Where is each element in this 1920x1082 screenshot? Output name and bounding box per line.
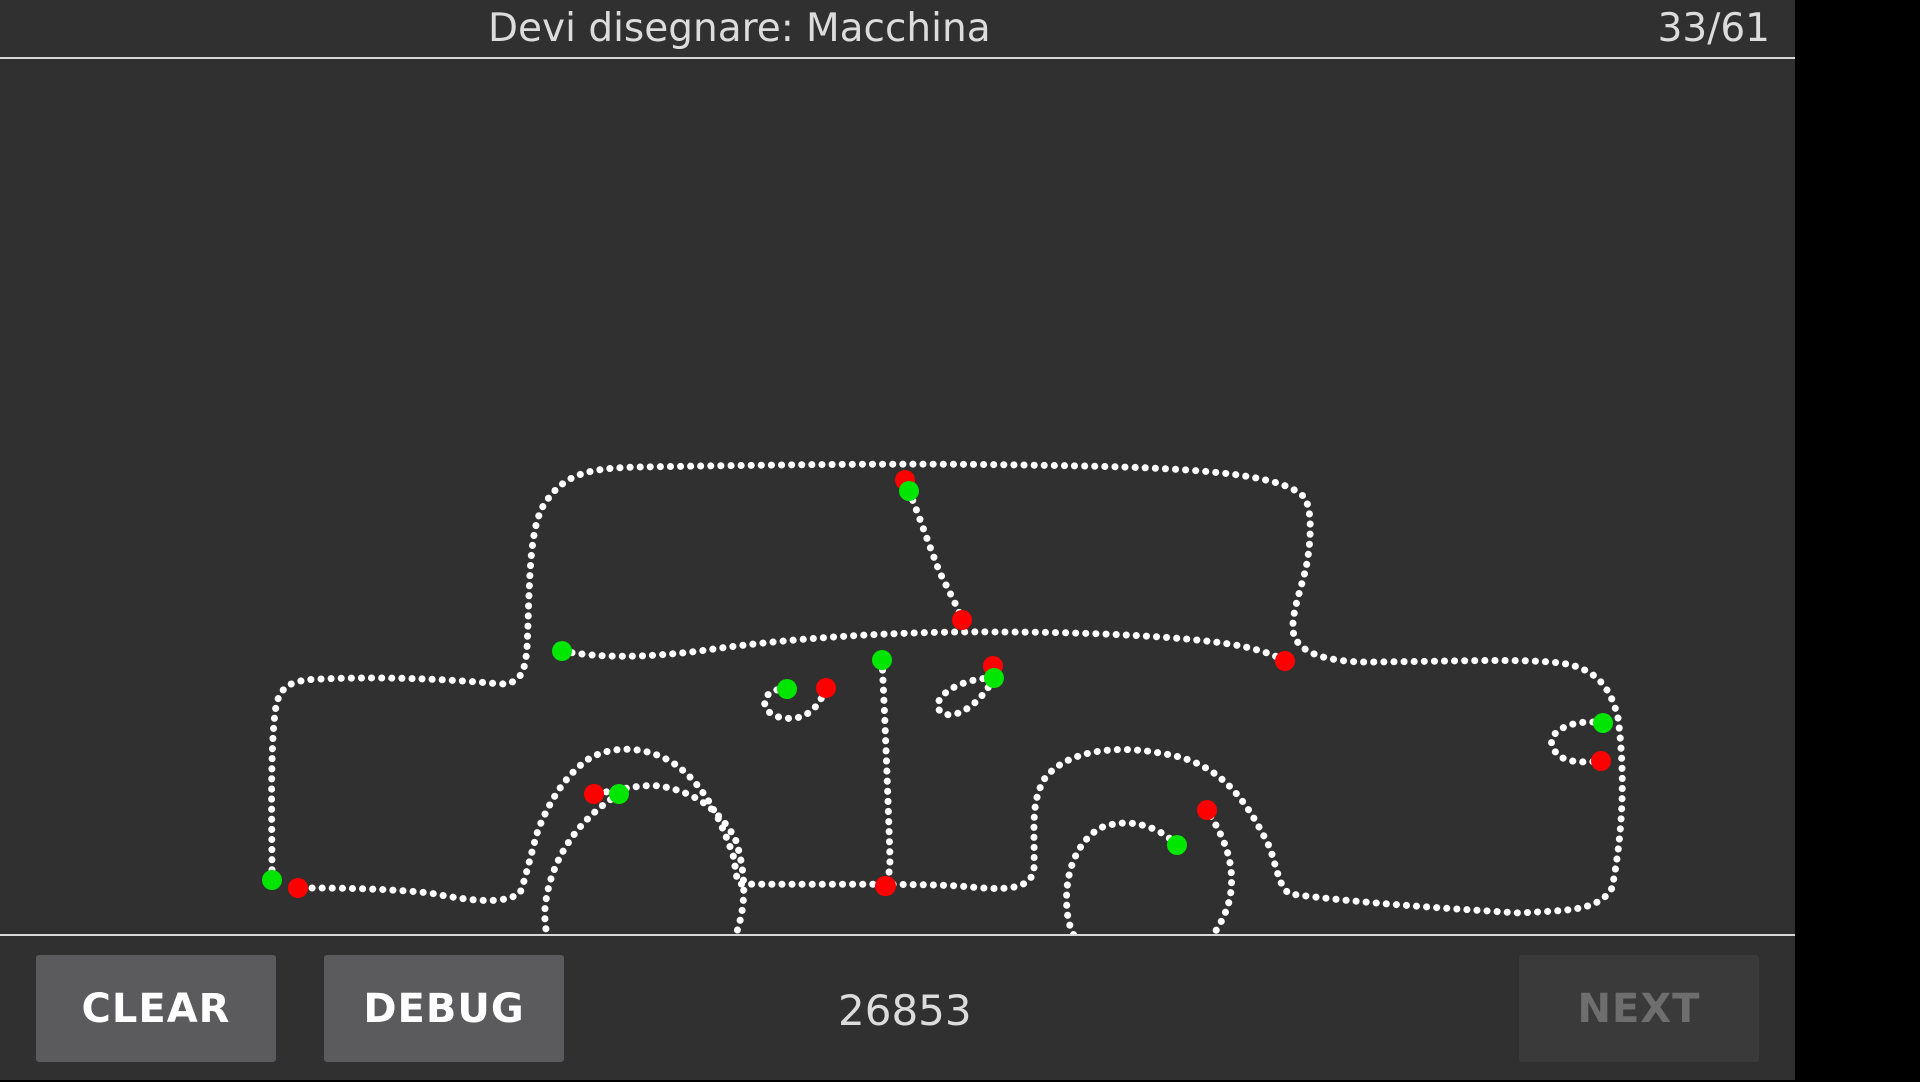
stroke-end-marker [288, 878, 308, 898]
stroke-pillar-line [905, 487, 966, 624]
stroke-headlight [1548, 718, 1607, 766]
clear-button[interactable]: CLEAR [36, 955, 276, 1062]
stroke-start-marker [984, 668, 1004, 688]
bottom-toolbar: CLEAR DEBUG 26853 NEXT [0, 934, 1795, 1082]
stroke-front-wheel [1063, 806, 1236, 934]
stroke-start-marker [899, 481, 919, 501]
sketch-svg [262, 460, 1626, 934]
app-window: Devi disegnare: Macchina 33/61 CLEAR DEB… [0, 0, 1795, 1080]
stroke-end-marker [1275, 651, 1295, 671]
stroke-end-marker [875, 876, 895, 896]
prompt-word: Macchina [806, 6, 991, 51]
stroke-handle-left [761, 684, 830, 722]
next-button[interactable]: NEXT [1519, 955, 1759, 1062]
stroke-end-marker [816, 678, 836, 698]
stroke-window-line [558, 628, 1289, 665]
stroke-body-outline [268, 460, 1626, 917]
score-value: 26853 [838, 986, 972, 1035]
stroke-end-marker [1591, 751, 1611, 771]
stroke-handle-right [934, 674, 998, 719]
stroke-start-marker [609, 784, 629, 804]
debug-button[interactable]: DEBUG [324, 955, 564, 1062]
drawing-canvas[interactable] [0, 59, 1795, 934]
system-nav-strip [1795, 0, 1920, 1080]
stroke-start-marker [262, 870, 282, 890]
stroke-rear-wheel [541, 782, 748, 934]
stroke-start-marker [777, 679, 797, 699]
prompt-label: Devi disegnare: [488, 6, 794, 51]
header-bar: Devi disegnare: Macchina 33/61 [0, 0, 1795, 59]
stroke-end-marker [1197, 800, 1217, 820]
stroke-door-line [878, 656, 894, 890]
stroke-start-marker [1593, 713, 1613, 733]
progress-counter: 33/61 [1657, 6, 1770, 51]
stroke-start-marker [552, 641, 572, 661]
stroke-start-marker [1167, 835, 1187, 855]
stroke-end-marker [584, 784, 604, 804]
stroke-start-marker [872, 650, 892, 670]
stroke-end-marker [952, 610, 972, 630]
